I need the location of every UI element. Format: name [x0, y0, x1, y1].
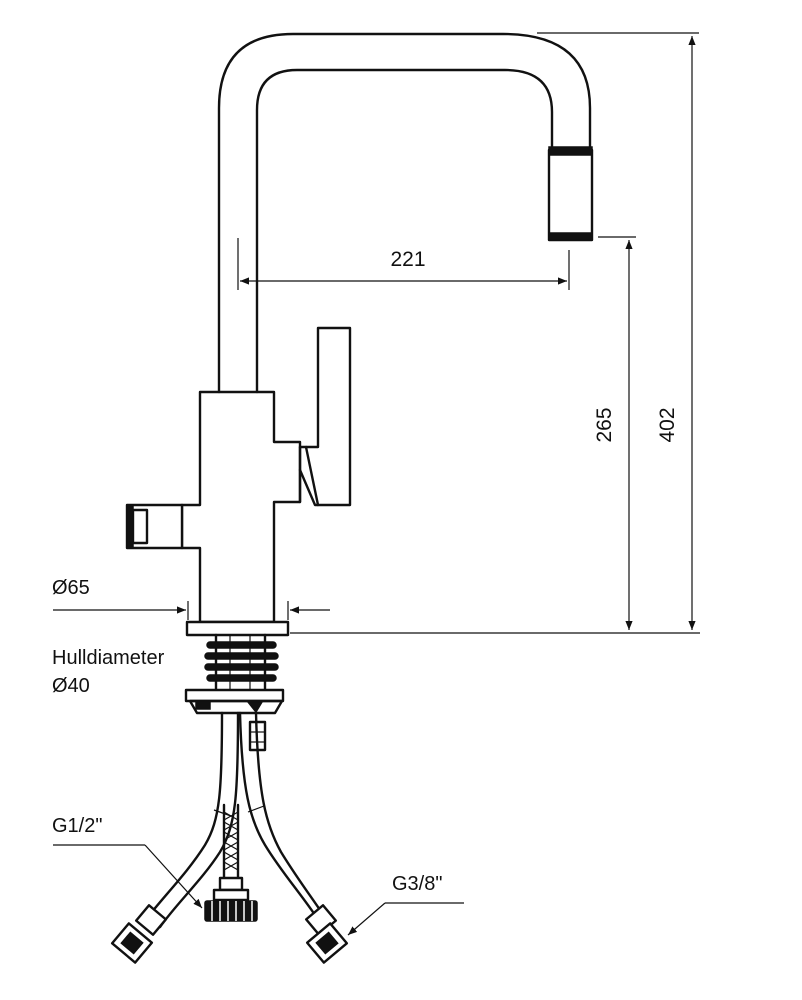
- faucet-body: [180, 390, 302, 624]
- spout-height-dimension: 265: [593, 236, 636, 630]
- hot-cold-connection-label: G1/2": [52, 815, 103, 837]
- reach-dimension-value: 221: [390, 248, 425, 271]
- spray-head: [547, 146, 594, 242]
- lever-handle: [298, 326, 352, 507]
- side-handle: [125, 503, 184, 550]
- base-diameter-dimension: [53, 601, 330, 620]
- g12-leader: [53, 844, 203, 909]
- left-hose: [110, 711, 240, 964]
- base-diameter-label: Ø65: [52, 577, 90, 599]
- mounting-nut: [184, 688, 285, 715]
- total-height-dimension: 402: [537, 32, 699, 630]
- g38-leader: [347, 902, 464, 936]
- mounting-thread: [204, 633, 279, 692]
- spout: [217, 32, 592, 394]
- third-connection-label: G3/8": [392, 873, 443, 895]
- center-braided-hose: [204, 803, 258, 922]
- spout-height-value: 265: [593, 407, 616, 442]
- hole-diameter-value: Ø40: [52, 675, 90, 697]
- total-height-value: 402: [656, 407, 679, 442]
- reach-dimension: 221: [237, 238, 570, 290]
- right-hose: [238, 711, 349, 964]
- base-plate: [185, 620, 290, 637]
- hole-diameter-title: Hulldiameter: [52, 647, 165, 669]
